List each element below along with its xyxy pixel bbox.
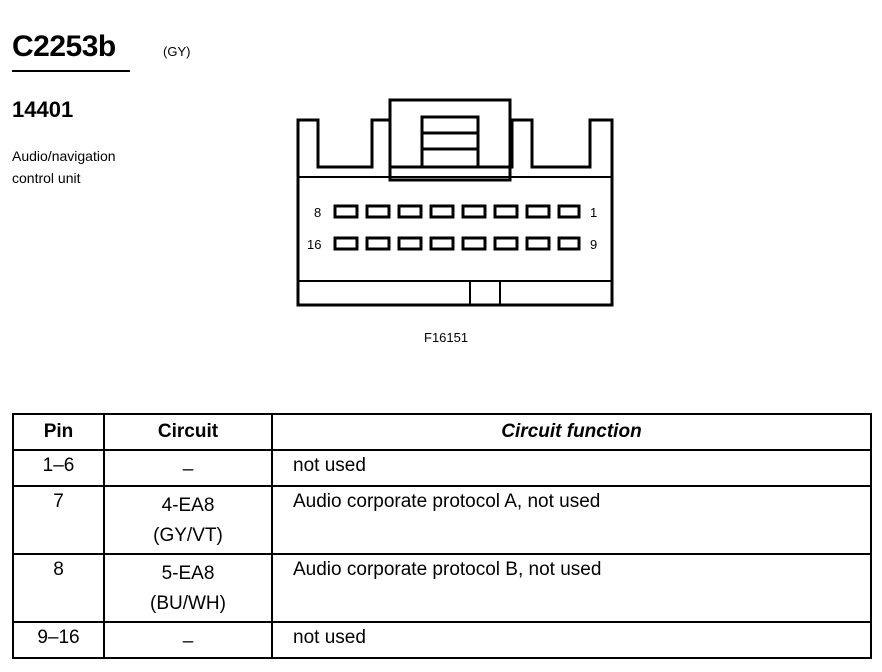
pin-cavity (429, 236, 455, 251)
pin-cavity (557, 204, 581, 219)
cell-function: Audio corporate protocol A, not used (271, 485, 872, 555)
table-row: 7 4-EA8 (GY/VT) Audio corporate protocol… (12, 485, 872, 555)
header-pin: Pin (12, 413, 105, 451)
component-name: Audio/navigation control unit (12, 145, 172, 189)
cell-circuit: – (103, 449, 273, 487)
connector-id-underline (12, 70, 130, 72)
pin-cavity (365, 236, 391, 251)
table-row: 1–6 – not used (12, 449, 872, 487)
cell-circuit: 4-EA8 (GY/VT) (103, 485, 273, 555)
component-name-line1: Audio/navigation (12, 148, 116, 164)
pin-cavity (397, 236, 423, 251)
circuit-id: – (182, 631, 194, 652)
cell-pin: 1–6 (12, 449, 105, 487)
cell-pin: 7 (12, 485, 105, 555)
connector-housing (296, 118, 614, 307)
pin-cavity (365, 204, 391, 219)
cell-pin: 9–16 (12, 621, 105, 659)
pin-cavity (333, 236, 359, 251)
cell-circuit: – (103, 621, 273, 659)
pin-cavity (557, 236, 581, 251)
table-header-row: Pin Circuit Circuit function (12, 413, 872, 451)
pin-label-16: 16 (307, 237, 321, 252)
cell-function: not used (271, 449, 872, 487)
connector-lock-window (420, 115, 480, 169)
pin-table: Pin Circuit Circuit function 1–6 – not u… (12, 413, 872, 659)
table-row: 9–16 – not used (12, 621, 872, 659)
circuit-wire-color: (BU/WH) (150, 593, 226, 614)
pin-cavity (525, 236, 551, 251)
pin-cavity (493, 204, 519, 219)
circuit-id: 5-EA8 (161, 563, 215, 584)
pin-row-top (333, 204, 581, 219)
cell-pin: 8 (12, 553, 105, 623)
pin-label-1: 1 (590, 205, 597, 220)
pin-cavity (397, 204, 423, 219)
header-circuit: Circuit (103, 413, 273, 451)
header-circuit-function: Circuit function (271, 413, 872, 451)
pin-label-9: 9 (590, 237, 597, 252)
circuit-id: – (182, 459, 194, 480)
cell-function: Audio corporate protocol B, not used (271, 553, 872, 623)
cell-circuit: 5-EA8 (BU/WH) (103, 553, 273, 623)
connector-id: C2253b (12, 30, 116, 63)
component-name-line2: control unit (12, 170, 81, 186)
pin-label-8: 8 (314, 205, 321, 220)
pin-cavity (461, 204, 487, 219)
cell-function: not used (271, 621, 872, 659)
part-number: 14401 (12, 97, 74, 122)
table-row: 8 5-EA8 (BU/WH) Audio corporate protocol… (12, 553, 872, 623)
pin-cavity (333, 204, 359, 219)
connector-color-code: (GY) (163, 44, 191, 59)
connector-face-diagram: 8 1 16 9 (296, 98, 614, 307)
pin-cavity (429, 204, 455, 219)
circuit-id: 4-EA8 (161, 495, 215, 516)
pin-cavity (493, 236, 519, 251)
pin-row-bottom (333, 236, 581, 251)
pin-cavity (461, 236, 487, 251)
figure-reference: F16151 (424, 330, 469, 345)
pin-cavity (525, 204, 551, 219)
circuit-wire-color: (GY/VT) (153, 525, 223, 546)
